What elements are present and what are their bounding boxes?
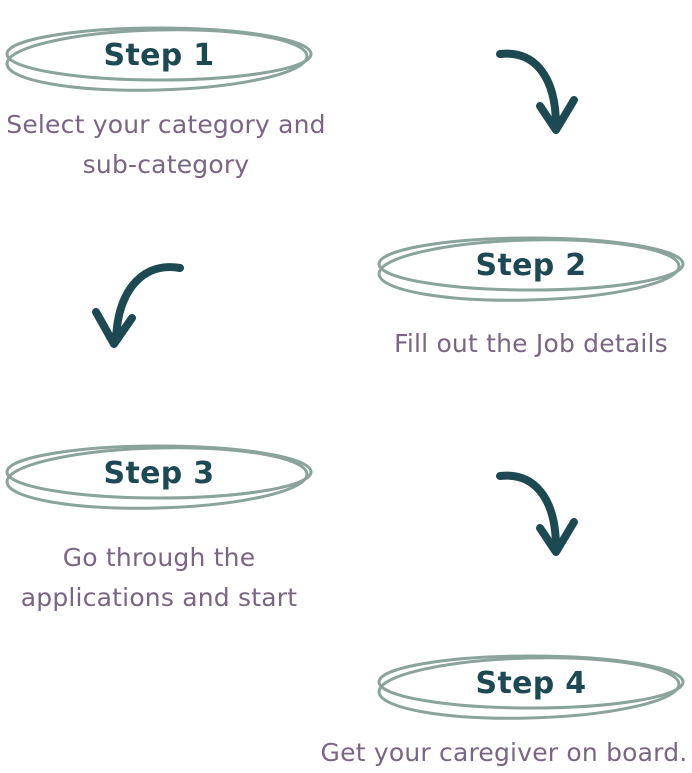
step-1-badge: Step 1	[4, 14, 314, 98]
step-2: Step 2	[376, 224, 686, 308]
step-2-badge: Step 2	[376, 224, 686, 308]
step-3-description-line-1: Go through the	[62, 543, 256, 572]
step-2-title: Step 2	[475, 248, 587, 283]
step-4: Step 4	[376, 642, 686, 726]
step-1-title: Step 1	[103, 38, 215, 73]
step-2-description: Fill out the Job details	[370, 324, 692, 364]
scribble-oval-icon	[377, 654, 685, 720]
scribble-oval-icon	[377, 236, 685, 302]
step-3-title: Step 3	[103, 456, 215, 491]
step-4-title: Step 4	[475, 666, 587, 701]
step-3-description: Go through the applications and start	[0, 538, 318, 618]
curved-arrow-down-right-icon	[496, 49, 578, 134]
curved-arrow-down-right-icon	[496, 471, 578, 556]
step-2-description-line-1: Fill out the Job details	[394, 329, 668, 358]
step-4-description: Get your caregiver on board.	[316, 733, 692, 773]
step-1-description-line-1: Select your category and	[6, 110, 326, 139]
step-3-badge: Step 3	[4, 432, 314, 516]
step-1-description: Select your category and sub-category	[0, 105, 332, 185]
scribble-oval-icon	[5, 444, 313, 510]
step-3-description-line-2: applications and start	[20, 583, 298, 612]
scribble-oval-icon	[5, 26, 313, 92]
step-3: Step 3	[4, 432, 314, 516]
step-1: Step 1	[4, 14, 314, 98]
curved-arrow-down-left-icon	[92, 263, 184, 348]
step-4-description-line-1: Get your caregiver on board.	[320, 738, 688, 767]
step-1-description-line-2: sub-category	[82, 150, 250, 179]
step-4-badge: Step 4	[376, 642, 686, 726]
